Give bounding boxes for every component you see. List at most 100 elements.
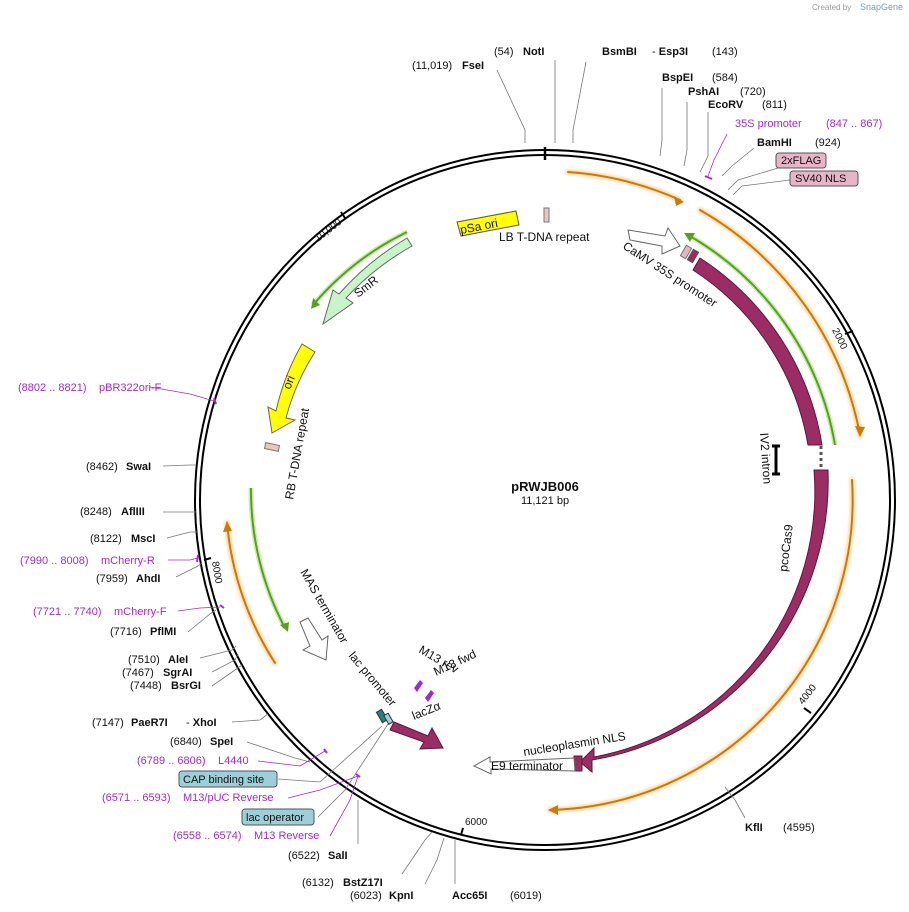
snapgene-logo: SnapGene — [860, 2, 903, 12]
tick-label-6000: 6000 — [465, 817, 488, 828]
site-xhoi[interactable]: - XhoI — [186, 717, 217, 729]
box-label-cap-binding-site: CAP binding site — [183, 774, 264, 786]
plasmid-length: 11,121 bp — [521, 495, 569, 507]
site-sali[interactable]: SalI — [328, 850, 348, 862]
site-pos-kpni: (6023) — [350, 890, 382, 902]
lb-tdna-repeat-block[interactable] — [543, 207, 550, 223]
site-leaders — [162, 60, 791, 885]
primer-range-pbr322ori-f: (8802 .. 8821) — [18, 382, 87, 394]
box-label-sv40-nls: SV40 NLS — [795, 173, 846, 185]
mas-terminator-arrow[interactable] — [299, 617, 329, 661]
primer-range-35s-promoter: (847 .. 867) — [826, 118, 882, 130]
site-pos-bsrgi: (7448) — [130, 680, 162, 692]
site-pos-sgrai: (7467) — [122, 667, 154, 679]
orf-arcs — [223, 169, 865, 815]
label-ori: ori — [280, 374, 298, 392]
site-pos-bspei: (584) — [712, 72, 738, 84]
pcoCas9-feature-2[interactable] — [579, 469, 829, 774]
site-pos-sali: (6522) — [288, 850, 320, 862]
green-arc-2 — [312, 231, 408, 306]
site-swai[interactable]: SwaI — [126, 461, 151, 473]
tick-8000 — [203, 557, 212, 561]
primer-mcherry-f[interactable]: mCherry-F — [114, 606, 167, 618]
lac-promoter-block[interactable] — [375, 708, 389, 724]
site-pos-bstz17i: (6132) — [302, 877, 334, 889]
pcoCas9-feature[interactable] — [692, 257, 823, 446]
label-lac-promoter: lac promoter — [346, 649, 400, 709]
site-ecorv[interactable]: EcoRV — [708, 99, 744, 111]
site-pos-afliii: (8248) — [80, 506, 112, 518]
site-noti[interactable]: NotI — [523, 46, 544, 58]
camv-35s-promoter-arrow[interactable] — [627, 226, 681, 255]
site-pos-paer7i: (7147) — [92, 717, 124, 729]
site-pshai[interactable]: PshAI — [688, 86, 719, 98]
site-kpni[interactable]: KpnI — [389, 890, 413, 902]
primer-mcherry-r[interactable]: mCherry-R — [101, 555, 155, 567]
label-iv2-intron: IV2 intron — [757, 432, 775, 484]
ori-feature[interactable] — [267, 343, 316, 434]
primer-range-l4440: (6789 .. 6806) — [137, 755, 206, 767]
primer-leaders — [149, 133, 728, 837]
m13-fwd-arrow[interactable] — [425, 690, 434, 702]
site-paer7i[interactable]: PaeR7I — [131, 717, 168, 729]
site-esp3i[interactable]: - Esp3I — [652, 46, 688, 58]
box-label-2xflag: 2xFLAG — [781, 155, 821, 167]
tick-10000 — [340, 211, 346, 219]
label-psa-ori: pSa ori — [459, 216, 499, 237]
site-pos-pshai: (720) — [740, 86, 766, 98]
site-pos-alei: (7510) — [128, 654, 160, 666]
site-pos-noti: (54) — [494, 46, 514, 58]
lac-operator-block[interactable] — [383, 712, 394, 726]
primer-l4440[interactable]: L4440 — [218, 755, 249, 767]
label-lb-tdna-repeat: LB T-DNA repeat — [499, 230, 590, 244]
primer-35s-promoter[interactable]: 35S promoter — [735, 118, 802, 130]
orf-arc-2 — [699, 209, 861, 436]
primer-range-mcherry-r: (7990 .. 8008) — [20, 555, 89, 567]
site-sgrai[interactable]: SgrAI — [163, 667, 192, 679]
site-acc65i[interactable]: Acc65I — [452, 890, 487, 902]
site-pos-bsmbi: (143) — [712, 46, 738, 58]
m13-rev-arrow[interactable] — [414, 680, 423, 692]
site-bstz17i[interactable]: BstZ17I — [343, 877, 383, 889]
tick-label-8000: 8000 — [209, 561, 224, 585]
iv2-intron-marker — [772, 444, 780, 476]
tick-label-4000: 4000 — [797, 682, 820, 707]
site-msci[interactable]: MscI — [131, 533, 155, 545]
smr-feature[interactable] — [322, 237, 413, 326]
plasmid-name: pRWJB006 — [511, 479, 579, 494]
site-labels: (11,019) FseI (54) NotI BsmBI - Esp3I (1… — [80, 46, 841, 902]
site-spei[interactable]: SpeI — [210, 736, 233, 748]
primer-pbr322ori-f[interactable]: pBR322ori-F — [99, 382, 162, 394]
primer-m13-reverse[interactable]: M13 Reverse — [254, 830, 319, 842]
rb-tdna-repeat-block[interactable] — [263, 442, 281, 452]
label-lacza: lacZα — [410, 699, 443, 723]
tick-6000 — [460, 827, 464, 836]
box-lac-operator[interactable] — [241, 808, 315, 826]
green-arcs — [248, 229, 838, 632]
site-fsei[interactable]: FseI — [462, 60, 484, 72]
box-cap-binding-site[interactable] — [178, 770, 278, 788]
site-bspei[interactable]: BspEI — [662, 72, 693, 84]
box-sv40-nls[interactable] — [789, 170, 859, 187]
e9-terminator-arrow[interactable] — [472, 756, 576, 775]
orf-arc-3 — [549, 479, 854, 811]
sv40-block[interactable] — [686, 248, 700, 264]
site-alei[interactable]: AleI — [168, 654, 188, 666]
psa-ori-feature[interactable] — [456, 210, 520, 237]
boxed-labels: 2xFLAG SV40 NLS CAP binding site lac ope… — [178, 152, 859, 826]
primer-m13-puc-reverse[interactable]: M13/pUC Reverse — [183, 792, 273, 804]
lacza-feature[interactable] — [389, 721, 444, 750]
site-ahdi[interactable]: AhdI — [136, 573, 160, 585]
box-2xflag[interactable] — [775, 152, 827, 169]
2xflag-block[interactable] — [679, 244, 693, 260]
site-kfli[interactable]: KflI — [745, 822, 763, 834]
primer-range-mcherry-f: (7721 .. 7740) — [33, 606, 102, 618]
site-pflmi[interactable]: PflMI — [150, 626, 176, 638]
site-bsmbi[interactable]: BsmBI — [602, 46, 637, 58]
site-bsrgi[interactable]: BsrGI — [171, 680, 201, 692]
site-pos-spei: (6840) — [170, 736, 202, 748]
site-pos-pflmi: (7716) — [110, 626, 142, 638]
site-bamhi[interactable]: BamHI — [757, 137, 792, 149]
site-afliii[interactable]: AflIII — [121, 506, 145, 518]
orf-arc-1 — [567, 171, 681, 201]
